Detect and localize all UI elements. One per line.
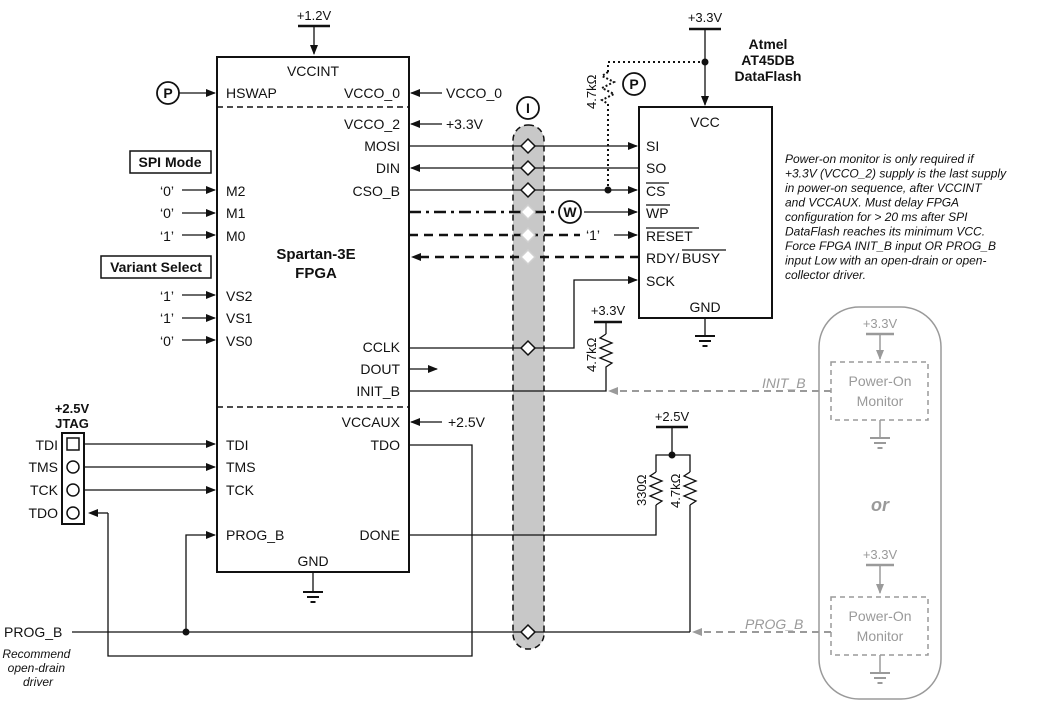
fpga-name-line2: FPGA — [295, 265, 337, 282]
flash-pin-si: SI — [646, 138, 659, 154]
monitor-prog-b-label: PROG_B — [745, 616, 803, 632]
svg-text:Variant Select: Variant Select — [110, 259, 202, 275]
jtag-pin-tdi: TDI — [35, 437, 58, 453]
pin-dout: DOUT — [360, 361, 400, 377]
jtag-pin-tms: TMS — [28, 459, 58, 475]
svg-text:Power-On: Power-On — [848, 373, 911, 389]
pin-vccaux: VCCAUX — [342, 414, 401, 430]
pin-init-b: INIT_B — [356, 383, 400, 399]
pin-done: DONE — [360, 527, 400, 543]
monitor-note: Power-on monitor is only required if +3.… — [785, 152, 1009, 282]
pin-gnd: GND — [297, 553, 328, 569]
pin-vcco0: VCCO_0 — [344, 85, 400, 101]
pin-cso-b: CSO_B — [353, 183, 400, 199]
w-marker: W — [558, 200, 582, 224]
pin-tms: TMS — [226, 459, 256, 475]
pin-prog-b: PROG_B — [226, 527, 284, 543]
jtag-pin-tck: TCK — [30, 482, 59, 498]
svg-text:4.7kΩ: 4.7kΩ — [584, 337, 599, 372]
done-pullups: +2.5V 330Ω 4.7kΩ — [634, 409, 698, 508]
fpga-vccint-supply: +1.2V — [297, 8, 332, 23]
vs2-value: ‘1’ — [160, 288, 174, 304]
cs-pullup-resistor: 4.7kΩ P — [584, 61, 705, 194]
spi-mode-label: SPI Mode — [129, 150, 212, 174]
flash-pin-wp: WP — [646, 205, 669, 221]
p-marker-hswap: P — [156, 81, 216, 105]
svg-text:4.7kΩ: 4.7kΩ — [668, 473, 683, 508]
svg-text:+2.5V: +2.5V — [655, 409, 690, 424]
svg-text:Monitor: Monitor — [857, 393, 904, 409]
dataflash-block: Atmel AT45DB DataFlash +3.3V VCC SI SO C… — [638, 10, 802, 347]
prog-b-label: PROG_B — [4, 624, 62, 640]
svg-text:P: P — [629, 76, 638, 92]
fpga-block: +1.2V VCCINT HSWAP VCCO_0 VCCO_2 MOSI DI… — [216, 8, 410, 603]
reset-value: ‘1’ — [586, 227, 600, 243]
svg-text:Power-On: Power-On — [848, 608, 911, 624]
power-on-monitor-options: +3.3V Power-On Monitor or +3.3V Power-On… — [818, 306, 942, 700]
m1-value: ‘0’ — [160, 205, 174, 221]
flash-title-line1: Atmel — [749, 36, 788, 52]
flash-pin-so: SO — [646, 160, 666, 176]
interconnect-bus: I — [512, 96, 545, 650]
pin-vs2: VS2 — [226, 288, 253, 304]
pin-cclk: CCLK — [363, 339, 401, 355]
svg-text:JTAG: JTAG — [55, 416, 89, 431]
pin-vs0: VS0 — [226, 333, 253, 349]
svg-text:+3.3V: +3.3V — [863, 316, 898, 331]
flash-pin-busy: BUSY — [682, 250, 721, 266]
jtag-pin-tdo: TDO — [28, 505, 58, 521]
svg-text:I: I — [526, 100, 530, 116]
pin-m2: M2 — [226, 183, 246, 199]
pin-hswap: HSWAP — [226, 85, 277, 101]
svg-text:or: or — [871, 495, 890, 515]
pin-tdi: TDI — [226, 437, 249, 453]
vs0-value: ‘0’ — [160, 333, 174, 349]
pin-vccint: VCCINT — [287, 63, 340, 79]
flash-pin-cs: CS — [646, 183, 665, 199]
svg-text:+2.5V: +2.5V — [55, 401, 90, 416]
pin-din: DIN — [376, 160, 400, 176]
flash-title-line3: DataFlash — [735, 68, 802, 84]
pin-vcco2: VCCO_2 — [344, 116, 400, 132]
pin-m0: M0 — [226, 228, 246, 244]
svg-text:SPI Mode: SPI Mode — [138, 154, 201, 170]
vcco2-ext: +3.3V — [446, 116, 484, 132]
svg-text:Monitor: Monitor — [857, 628, 904, 644]
m0-value: ‘1’ — [160, 228, 174, 244]
vcco0-ext: VCCO_0 — [446, 85, 502, 101]
vs1-value: ‘1’ — [160, 310, 174, 326]
m2-value: ‘0’ — [160, 183, 174, 199]
flash-pin-reset: RESET — [646, 228, 693, 244]
flash-supply: +3.3V — [688, 10, 723, 25]
monitor-init-b-label: INIT_B — [762, 375, 806, 391]
svg-text:+3.3V: +3.3V — [863, 547, 898, 562]
pin-tdo: TDO — [370, 437, 400, 453]
svg-text:W: W — [563, 204, 577, 220]
flash-pin-gnd: GND — [689, 299, 720, 315]
svg-text:4.7kΩ: 4.7kΩ — [584, 74, 599, 109]
pin-m1: M1 — [226, 205, 246, 221]
pin-tck: TCK — [226, 482, 255, 498]
vccaux-ext: +2.5V — [448, 414, 486, 430]
svg-text:330Ω: 330Ω — [634, 474, 649, 506]
prog-b-note: Recommend open-drain driver — [2, 647, 73, 689]
init-b-pullup: +3.3V 4.7kΩ — [584, 303, 625, 372]
flash-pin-vcc: VCC — [690, 114, 720, 130]
flash-pin-sck: SCK — [646, 273, 675, 289]
variant-select-label: Variant Select — [100, 255, 212, 279]
pin-mosi: MOSI — [364, 138, 400, 154]
pin-vs1: VS1 — [226, 310, 253, 326]
flash-pin-rdy: RDY/ — [646, 250, 680, 266]
svg-text:+3.3V: +3.3V — [591, 303, 626, 318]
flash-title-line2: AT45DB — [741, 52, 794, 68]
svg-text:P: P — [163, 85, 172, 101]
jtag-header: +2.5V JTAG TDI TMS TCK TDO — [28, 401, 90, 525]
fpga-name-line1: Spartan-3E — [276, 246, 355, 263]
